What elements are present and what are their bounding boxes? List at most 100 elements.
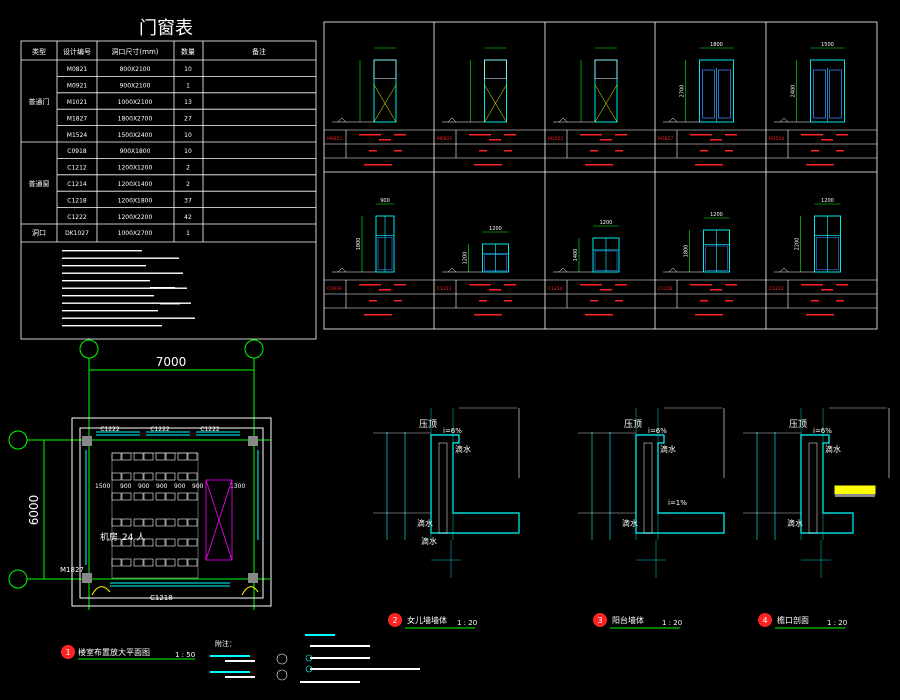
elevation-height-label: 2700 <box>680 85 686 98</box>
section-slope: i=6% <box>813 427 832 435</box>
table-cell-size: 800X2100 <box>120 66 151 73</box>
svg-text:900: 900 <box>192 483 204 490</box>
table-cell-size: 900X2100 <box>120 83 151 90</box>
plan-window-tag: C1222 <box>150 426 170 433</box>
table-cell-code: M0921 <box>67 83 88 90</box>
elevation-code: M0921 <box>437 136 452 142</box>
section-drip-3: 滴水 <box>421 536 437 546</box>
plan-scale: 1 : 50 <box>175 651 195 659</box>
table-cell-code: C1214 <box>67 181 87 188</box>
table-cell-code: C0918 <box>67 148 87 155</box>
plan-dim-width: 7000 <box>156 355 187 369</box>
section-drip-2: 滴水 <box>622 518 638 528</box>
section-scale: 1 : 20 <box>827 619 847 627</box>
notes-label: 附注： <box>215 639 236 648</box>
axis-bubble-left-top <box>8 430 28 450</box>
elevation-width-label: 1800 <box>710 42 723 48</box>
elevation-cell: M1021 <box>545 47 655 166</box>
svg-text:900: 900 <box>138 483 150 490</box>
elevation-code: M1021 <box>548 136 563 142</box>
section-title: 阳台墙体 <box>612 615 644 625</box>
section-drip-2: 滴水 <box>787 518 803 528</box>
table-cell-code: C1222 <box>67 214 87 221</box>
table-cell-qty: 1 <box>186 83 190 90</box>
elevation-width-label: 1200 <box>600 220 613 226</box>
table-cell-qty: 2 <box>186 165 190 172</box>
table-cell-size: 1000X2700 <box>118 230 153 237</box>
section-label-top: 压顶 <box>419 419 437 430</box>
plan-window-tag: C1222 <box>100 426 120 433</box>
section-title-bubble <box>758 613 772 627</box>
table-cell-qty: 10 <box>184 132 192 139</box>
table-cell-size: 1200X2200 <box>118 214 153 221</box>
elevation-cell: M0921 <box>434 47 545 166</box>
table-cell-size: 1200X1400 <box>118 181 153 188</box>
elevation-width-label: 1200 <box>489 226 502 232</box>
elevation-height-label: 2200 <box>795 238 801 251</box>
elevation-height-label: 1800 <box>684 245 690 258</box>
section-scale: 1 : 20 <box>662 619 682 627</box>
plan-title: 楼室布置放大平面图 <box>78 647 150 657</box>
table-cell-qty: 13 <box>184 99 192 106</box>
table-header-cell: 备注 <box>252 47 266 56</box>
table-header-cell: 数量 <box>181 47 195 56</box>
svg-text:1500: 1500 <box>95 483 110 490</box>
table-cell-code: C1218 <box>67 197 87 204</box>
plan-door-tag: M1827 <box>60 566 84 574</box>
table-group-label: 洞口 <box>32 228 46 237</box>
table-cell-code: C1212 <box>67 165 87 172</box>
elevation-width-label: 1200 <box>821 198 834 204</box>
table-cell-qty: 10 <box>184 148 192 155</box>
table-cell-size: 1500X2400 <box>118 132 153 139</box>
elevation-code: C1222 <box>769 286 784 292</box>
elevation-code: C1218 <box>658 286 673 292</box>
table-header-cell: 设计编号 <box>63 47 91 56</box>
elevation-code: M1524 <box>769 136 784 142</box>
section-scale: 1 : 20 <box>457 619 477 627</box>
plan-room-label: 机房 <box>100 531 118 543</box>
elevation-width-label: 1500 <box>821 42 834 48</box>
section-drip: 滴水 <box>660 444 676 454</box>
table-cell-qty: 10 <box>184 66 192 73</box>
table-notes <box>62 250 195 327</box>
table-cell-code: M1021 <box>67 99 88 106</box>
table-cell-qty: 2 <box>186 181 190 188</box>
section-number: 4 <box>762 616 767 625</box>
table-header-cell: 洞口尺寸(mm) <box>111 47 158 56</box>
table-header-row: 类型 设计编号 洞口尺寸(mm) 数量 备注 <box>32 47 266 56</box>
plan-room-people: 24 人 <box>122 532 145 543</box>
svg-text:900: 900 <box>120 483 132 490</box>
table-group-label: 普通窗 <box>29 179 50 188</box>
axis-bubble-left-bottom <box>8 569 28 589</box>
axis-bubble-top-right <box>244 339 264 359</box>
table-cell-size: 1200X1200 <box>118 165 153 172</box>
section-number: 3 <box>597 616 602 625</box>
plan-title-number: 1 <box>65 648 70 657</box>
elevation-code: C1214 <box>548 286 563 292</box>
axis-bubble-top-left <box>79 339 99 359</box>
section-slope: i=6% <box>443 427 462 435</box>
table-cell-qty: 37 <box>184 197 192 204</box>
section-drip: 滴水 <box>825 444 841 454</box>
section-title: 女儿墙墙体 <box>407 615 447 625</box>
table-header-cell: 类型 <box>32 47 46 56</box>
section-title-bubble <box>388 613 402 627</box>
plan-dim-height: 6000 <box>27 495 41 526</box>
section-label-top: 压顶 <box>624 419 642 430</box>
svg-text:900: 900 <box>156 483 168 490</box>
svg-text:900: 900 <box>174 483 186 490</box>
elevation-height-label: 1800 <box>356 238 362 251</box>
section-slope-2: i=1% <box>668 499 687 507</box>
elevation-code: M0821 <box>327 136 342 142</box>
elevation-width-label: 900 <box>380 198 390 204</box>
plan-title-bubble <box>61 645 75 659</box>
